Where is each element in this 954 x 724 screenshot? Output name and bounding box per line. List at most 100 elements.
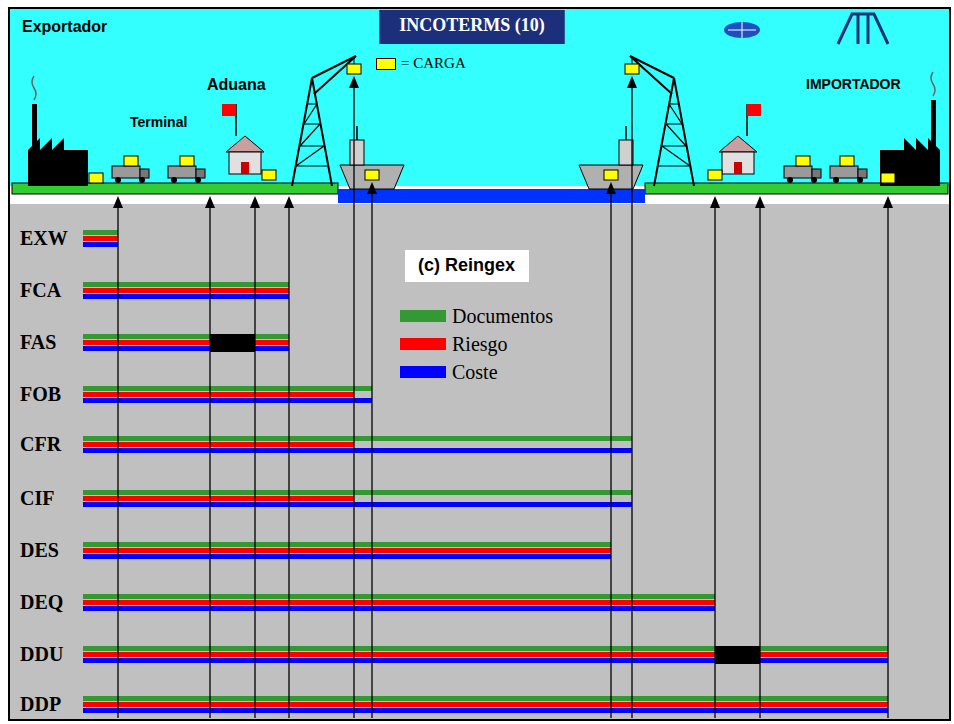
globe-logo [724, 22, 760, 38]
customs [719, 104, 761, 174]
reference-line [254, 206, 255, 718]
cargo-box [262, 170, 276, 180]
cost-bar [83, 242, 118, 247]
copyright-box: (c) Reingex [405, 250, 529, 282]
customs-roof [226, 136, 264, 152]
crane-legs [292, 78, 332, 186]
crane-cable [354, 57, 355, 64]
documents-bar [83, 646, 888, 651]
legend-label: Coste [452, 361, 498, 383]
incoterm-row [83, 386, 372, 403]
truck-body [168, 166, 196, 178]
incoterm-code: DDP [20, 693, 61, 715]
terminal-flag [747, 104, 761, 116]
truck [112, 166, 149, 183]
risk-bar [83, 288, 289, 293]
arrowhead [883, 196, 893, 208]
title: INCOTERMS (10) [399, 16, 545, 36]
legend-swatch [400, 338, 446, 350]
arrowhead [205, 196, 215, 208]
arrowhead [113, 196, 123, 208]
place-label: Exportador [22, 18, 107, 36]
cost-bar [83, 448, 632, 453]
documents-bar [83, 386, 372, 391]
cost-bar [83, 346, 289, 351]
wheel [833, 177, 839, 183]
title-band [379, 10, 565, 44]
risk-bar [83, 340, 289, 345]
incoterm-code: DEQ [20, 591, 63, 613]
reference-line [288, 206, 289, 718]
incoterm-code: FCA [20, 279, 61, 301]
truck [830, 166, 867, 183]
crane-legs [654, 78, 694, 186]
arrowhead [284, 196, 294, 208]
cargo-box [796, 156, 810, 166]
legend-label: Documentos [452, 305, 553, 327]
wheel [857, 177, 863, 183]
cargo-box [180, 156, 194, 166]
arch-logo [838, 14, 888, 44]
place-label: Aduana [207, 76, 266, 94]
reference-line [631, 86, 632, 718]
reference-line [353, 86, 354, 718]
incoterm-code: EXW [20, 227, 68, 249]
arrowhead [710, 196, 720, 208]
risk-bar [83, 236, 118, 241]
reference-line [759, 206, 760, 718]
cargo-box [89, 173, 103, 183]
customs-roof [719, 136, 757, 152]
ship [340, 126, 404, 189]
cargo-box [708, 170, 722, 180]
arrowhead [627, 76, 637, 88]
truck-cab [140, 169, 149, 178]
legend-label: Riesgo [452, 333, 508, 355]
smoke [931, 72, 935, 96]
wheel [787, 177, 793, 183]
truck [784, 166, 821, 183]
chart-panel [10, 204, 950, 720]
customs-door [241, 162, 249, 174]
documents-bar [83, 490, 632, 495]
wheel [195, 177, 201, 183]
incoterm-code: DES [20, 539, 59, 561]
documents-bar [83, 334, 289, 339]
incoterm-code: FAS [20, 331, 56, 353]
truck-cab [858, 169, 867, 178]
legend-swatch [376, 58, 396, 70]
ship-mast [356, 126, 358, 140]
ship [579, 126, 643, 189]
wheel [811, 177, 817, 183]
terminal-flag [222, 104, 236, 116]
reference-line [371, 192, 372, 718]
arrowhead [349, 76, 359, 88]
ship-bridge [350, 140, 364, 165]
incoterm-row [83, 594, 715, 611]
documents-bar [83, 594, 715, 599]
crane-bracing [296, 104, 328, 166]
sea [338, 189, 645, 203]
excluded-block [715, 646, 760, 664]
crane-boom [630, 56, 674, 94]
bars [83, 230, 888, 713]
risk-bar [83, 652, 888, 657]
legend-label: = CARGA [401, 55, 466, 72]
risk-bar [83, 392, 354, 397]
logos [724, 14, 888, 44]
crane-boom [312, 56, 356, 94]
risk-bar [83, 600, 715, 605]
incoterm-code: CFR [20, 433, 61, 455]
excluded-block [210, 334, 255, 352]
ship-bridge [619, 140, 633, 165]
documents-bar [83, 436, 632, 441]
cargo-box [124, 156, 138, 166]
globe-logo-lines [728, 22, 756, 38]
arrowhead [606, 182, 616, 194]
cost-bar [83, 554, 611, 559]
cost-bar [83, 398, 372, 403]
cargo-box [347, 64, 361, 74]
copyright-text: (c) Reingex [418, 256, 516, 276]
truck-cab [196, 169, 205, 178]
